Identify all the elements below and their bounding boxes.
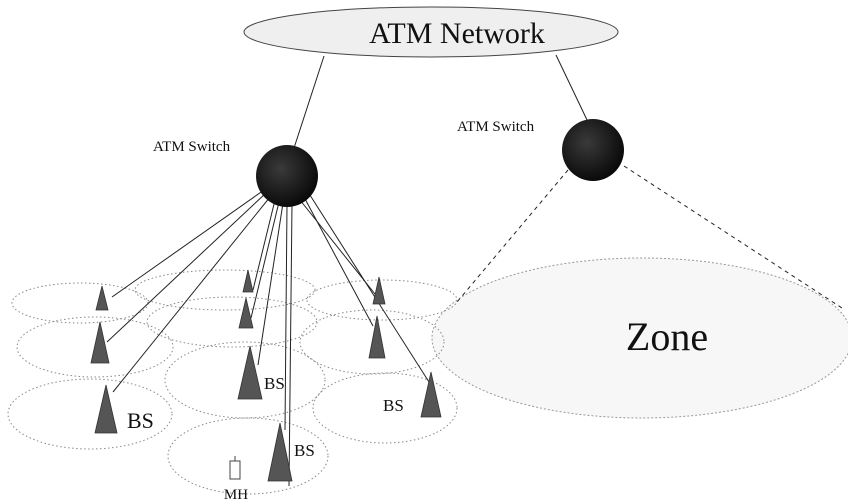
mobile-host-icon (229, 460, 241, 480)
base-station-icon (368, 315, 386, 359)
cell (7, 378, 173, 450)
atm-switch-1-icon (256, 145, 318, 207)
bs-label: BS (264, 374, 285, 393)
atm-network-cloud (243, 6, 619, 58)
atm-switch-1-label: ATM Switch (153, 139, 231, 155)
switch-bs-link (257, 202, 284, 366)
cell (16, 316, 174, 378)
switch-bs-link (284, 203, 288, 431)
cell (146, 296, 318, 348)
bs-label: BS (127, 408, 154, 433)
base-station-icon (372, 276, 386, 305)
switch-bs-link (250, 201, 280, 319)
cell (164, 341, 326, 419)
cell (167, 417, 329, 495)
base-stations (90, 269, 442, 482)
cell (306, 279, 458, 321)
base-station-icon (242, 269, 254, 293)
bs-label: BS (383, 396, 404, 415)
atm-network-label: ATM Network (369, 17, 545, 50)
base-station-icon (238, 297, 254, 329)
base-station-icon (237, 345, 263, 400)
cell (134, 269, 316, 311)
base-station-icon (94, 384, 118, 434)
cell (11, 282, 149, 324)
network-to-switch1-link (293, 55, 325, 149)
zone-label: Zone (626, 314, 708, 359)
switch-bs-link (288, 202, 293, 487)
bs-label: BS (294, 441, 315, 460)
switch-bs-link (112, 196, 271, 393)
cell (299, 309, 445, 375)
base-station-icon (267, 422, 293, 482)
switch-bs-link (252, 199, 276, 291)
cell (312, 372, 458, 444)
base-station-icon (420, 371, 442, 418)
switch-bs-link (307, 191, 430, 383)
network-to-switch2-link (555, 54, 589, 123)
base-station-icon (95, 285, 109, 311)
mobile-host-label: MH (224, 487, 248, 503)
switch-bs-link (111, 189, 265, 298)
switch-bs-link (106, 192, 267, 343)
switch1-links (106, 189, 430, 487)
switch-bs-link (303, 196, 374, 327)
cell-group (7, 269, 458, 495)
zone-cloud (431, 257, 848, 419)
atm-switch-2-label: ATM Switch (457, 119, 535, 135)
switch2-to-zone-link-right (623, 165, 843, 309)
atm-switch-2-icon (562, 119, 624, 181)
base-station-icon (90, 321, 110, 364)
